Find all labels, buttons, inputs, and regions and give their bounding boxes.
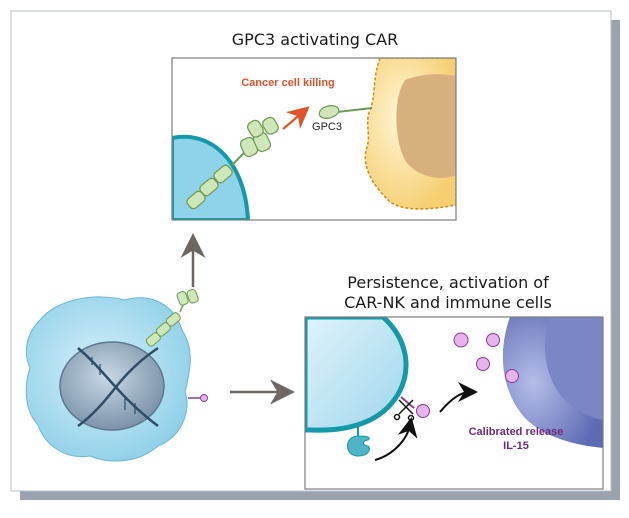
gpc3-label: GPC3 [312,121,342,133]
bottom-panel-title: Persistence, activation of CAR-NK and im… [298,273,598,313]
car-receptor-nk [145,288,199,347]
car-receptor-top [186,116,279,210]
top-panel-title: GPC3 activating CAR [231,30,399,49]
il15-molecules [416,332,519,418]
killing-arrow [282,106,310,130]
bottom-panel-title-line2: CAR-NK and immune cells [344,293,552,312]
bottom-panel-title-line1: Persistence, activation of [347,273,549,292]
il15-anchor [400,396,415,409]
release-label-line2: IL-15 [503,440,529,452]
gpc3-antigen [318,105,373,119]
release-label-line1: Calibrated release [468,426,564,438]
il15-receptor [347,426,371,457]
dna-helix-icon [77,346,159,428]
calibrated-release-label: Calibrated release IL-15 [446,425,586,453]
cancer-nucleus [396,74,456,178]
recycle-arrow-left [374,417,418,461]
bottom-panel [304,316,604,490]
cancer-cell-killing-label: Cancer cell killing [241,77,335,89]
nk-cell-membrane-bottom [305,317,409,433]
release-arrow [439,382,478,413]
immune-cell-nucleus [545,317,603,420]
top-panel [171,57,457,221]
il15-nk [200,394,208,402]
car-nk-cell [25,288,208,462]
